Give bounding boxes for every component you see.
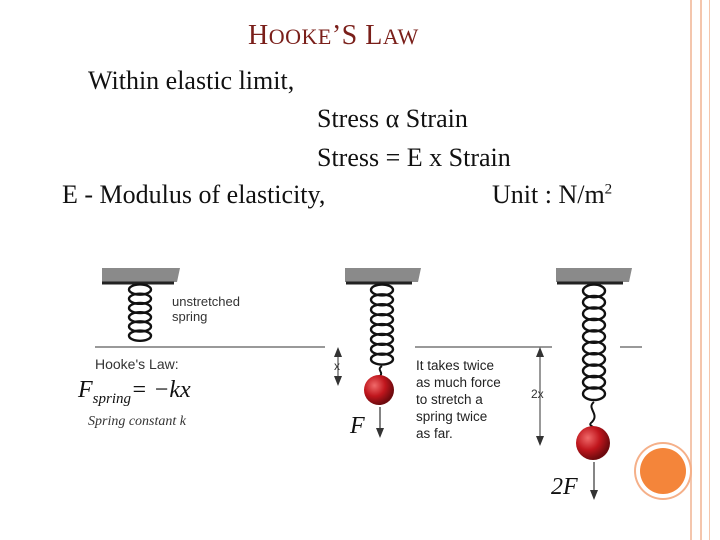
ceiling-mount — [345, 268, 421, 282]
hooke-formula: Fspring= −kx — [77, 377, 191, 407]
slide-title: HOOKE’S LAW — [248, 20, 419, 51]
text-line-unit: Unit : N/m2 — [492, 180, 613, 209]
ceiling-mount — [556, 268, 632, 282]
frame-line — [700, 0, 702, 540]
displacement-arrow-2x — [536, 347, 544, 357]
frame-line — [709, 0, 710, 540]
label-force-2f: 2F — [551, 474, 578, 500]
hookes-law-diagram: unstretched spring Hooke's Law: Fspring=… — [77, 268, 642, 500]
spring-coil — [369, 352, 395, 366]
label-x: x — [334, 359, 340, 373]
explain-line: spring twice — [416, 409, 487, 424]
spring-constant-label: Spring constant k — [88, 414, 187, 429]
explain-line: It takes twice — [416, 358, 494, 373]
text-line-proportional: Stress α Strain — [317, 104, 468, 133]
spring-unstretched — [127, 283, 153, 342]
label-spring: spring — [172, 309, 207, 324]
law-heading: Hooke's Law: — [95, 356, 179, 372]
ceiling-mount — [102, 268, 180, 282]
explain-line: as much force — [416, 375, 501, 390]
displacement-arrow-x — [334, 376, 342, 386]
explain-line: as far. — [416, 426, 453, 441]
force-arrow-f — [376, 428, 384, 438]
spring-coil — [581, 386, 607, 402]
label-unstretched: unstretched — [172, 294, 240, 309]
explain-line: to stretch a — [416, 392, 483, 407]
displacement-arrow-x — [334, 347, 342, 357]
spring-stretched-2x — [581, 283, 607, 428]
mass-ball-f — [364, 375, 394, 405]
label-2x: 2x — [531, 387, 544, 401]
text-line-equation: Stress = E x Strain — [317, 143, 511, 172]
mass-ball-2f — [576, 426, 610, 460]
spring-coil — [127, 329, 153, 342]
label-force-f: F — [349, 413, 365, 439]
frame-line — [690, 0, 692, 540]
displacement-arrow-2x — [536, 436, 544, 446]
decorative-dot — [640, 448, 686, 494]
spring-stretched-x — [369, 283, 395, 377]
force-arrow-2f — [590, 490, 598, 500]
spring-tail — [589, 401, 596, 428]
spring-tail — [378, 365, 383, 377]
text-line-elastic-limit: Within elastic limit, — [88, 66, 295, 95]
text-line-modulus: E - Modulus of elasticity, — [62, 180, 326, 209]
